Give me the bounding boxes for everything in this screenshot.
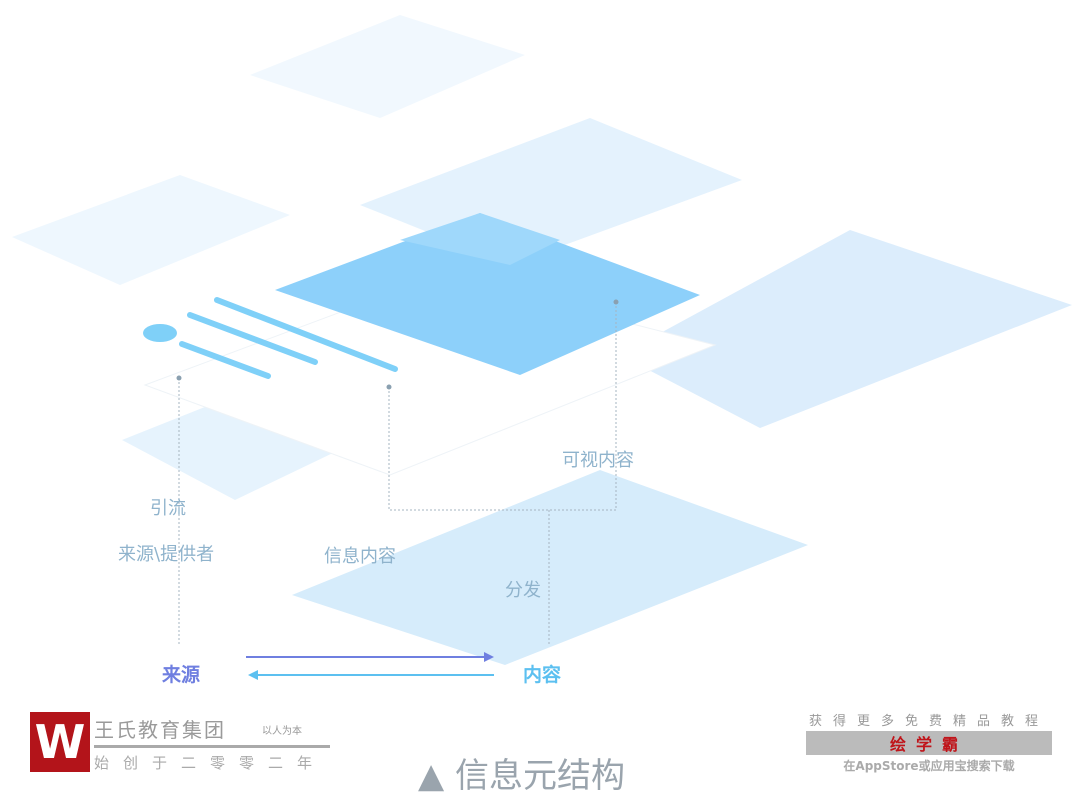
logo-divider <box>94 745 330 748</box>
plate-right <box>620 230 1072 428</box>
promo-line: 获得更多免费精品教程 <box>808 714 1049 729</box>
label-distribute: 分发 <box>505 580 541 601</box>
download-hint: 在AppStore或应用宝搜索下载 <box>843 759 1015 773</box>
huixueba-logo: 获得更多免费精品教程 绘学霸 在AppStore或应用宝搜索下载 <box>806 710 1052 780</box>
logo-name: 王氏教育集团 <box>94 718 226 742</box>
logo-mark: W <box>30 712 90 772</box>
label-source: 来源 <box>162 664 201 686</box>
logo-founded: 始创于二零零二年 <box>94 754 327 772</box>
label-visible-content: 可视内容 <box>562 450 634 471</box>
label-content: 内容 <box>523 664 562 686</box>
main-plate <box>275 213 700 375</box>
plate-left <box>12 175 290 285</box>
logo-slogan: 以人为本 <box>262 726 302 737</box>
brand-name: 绘学霸 <box>806 731 1052 755</box>
wangshi-logo: W 王氏教育集团 以人为本 始创于二零零二年 <box>30 712 330 777</box>
label-source-provider: 来源\提供者 <box>118 544 215 565</box>
figure-caption: ▲ 信息元结构 <box>418 756 625 796</box>
plate-bottom <box>292 470 808 665</box>
label-traffic: 引流 <box>150 498 186 519</box>
plate-top <box>250 15 525 118</box>
avatar-dot <box>143 324 177 342</box>
label-info-content: 信息内容 <box>324 546 396 567</box>
